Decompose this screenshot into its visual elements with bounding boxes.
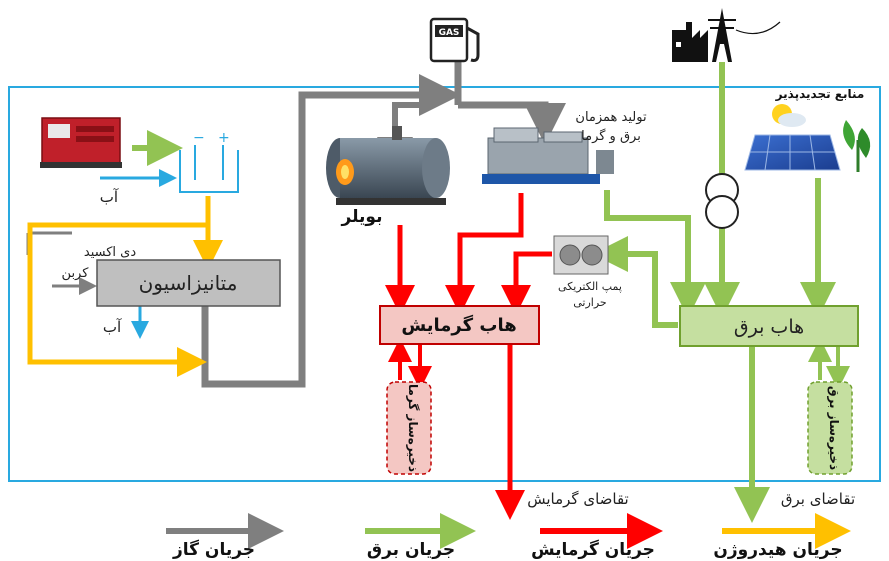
heat-storage-label: ذخیره‌ساز گرما [406, 384, 420, 472]
svg-text:−: − [193, 130, 205, 146]
chp-engine-icon [482, 127, 614, 184]
boiler-label: بویلر [341, 207, 383, 227]
co2-label-line1: دی اکسید [84, 245, 136, 260]
electrolyzer-water-label: آب [100, 188, 119, 206]
chp-to-heat-hub-line [445, 193, 524, 315]
power-demand-label: تقاضای برق [781, 490, 855, 508]
power-hub-box [679, 305, 859, 347]
heat-storage-box [386, 381, 432, 475]
hub-to-heat-pump-line [592, 236, 678, 328]
methanation-label: متانیزاسیون [139, 271, 238, 295]
legend-heat-label: جریان گرمایش [531, 539, 655, 560]
boiler-icon [326, 126, 450, 205]
chp-label-line1: تولید همزمان [575, 110, 647, 125]
gas-to-chp-line [458, 101, 566, 145]
heat-pump-label-line2: حرارتی [573, 296, 606, 309]
power-grid-icon [672, 8, 781, 62]
renewable-icon [744, 104, 871, 172]
co2-label-line2: کربن [62, 266, 90, 281]
heat-demand-label: تقاضای گرمایش [527, 490, 628, 508]
legend: جریان گاز جریان برق جریان گرمایش جریان ه… [166, 513, 851, 560]
chp-label-line2: برق و گرما [581, 128, 641, 144]
transformer-icon [705, 173, 739, 229]
generator-icon [40, 117, 122, 168]
power-storage-label: ذخیره‌ساز برق [827, 386, 841, 470]
legend-gas-label: جریان گاز [172, 539, 255, 560]
heat-hub-label: هاب گرمایش [401, 314, 516, 336]
renewable-label: منابع تجدیدپذیر [775, 87, 865, 101]
heat-pump-label-line1: پمپ الکتریکی [558, 280, 622, 293]
legend-hydrogen-label: جریان هیدروژن [713, 540, 842, 560]
gas-icon-label: GAS [439, 28, 460, 38]
gas-pump-icon: GAS [429, 17, 480, 63]
chp-to-power-hub-line [604, 190, 706, 318]
power-flows [132, 62, 850, 523]
methanation-water-label: آب [103, 318, 122, 336]
svg-text:+: + [218, 130, 230, 146]
heat-pump-to-heat-hub-line [501, 251, 552, 315]
electrolyzer-to-side-line [27, 222, 208, 377]
power-hub-label: هاب برق [734, 316, 804, 338]
electrolyzer-icon: − + [179, 130, 239, 193]
hydrogen-flows [27, 196, 223, 377]
water-flows [100, 169, 177, 339]
legend-power-label: جریان برق [367, 540, 455, 560]
heat-flows [385, 193, 552, 520]
methanation-box [96, 259, 281, 307]
power-storage-box [807, 381, 853, 475]
heat-pump-icon [553, 235, 609, 275]
heat-hub-box [379, 305, 540, 345]
